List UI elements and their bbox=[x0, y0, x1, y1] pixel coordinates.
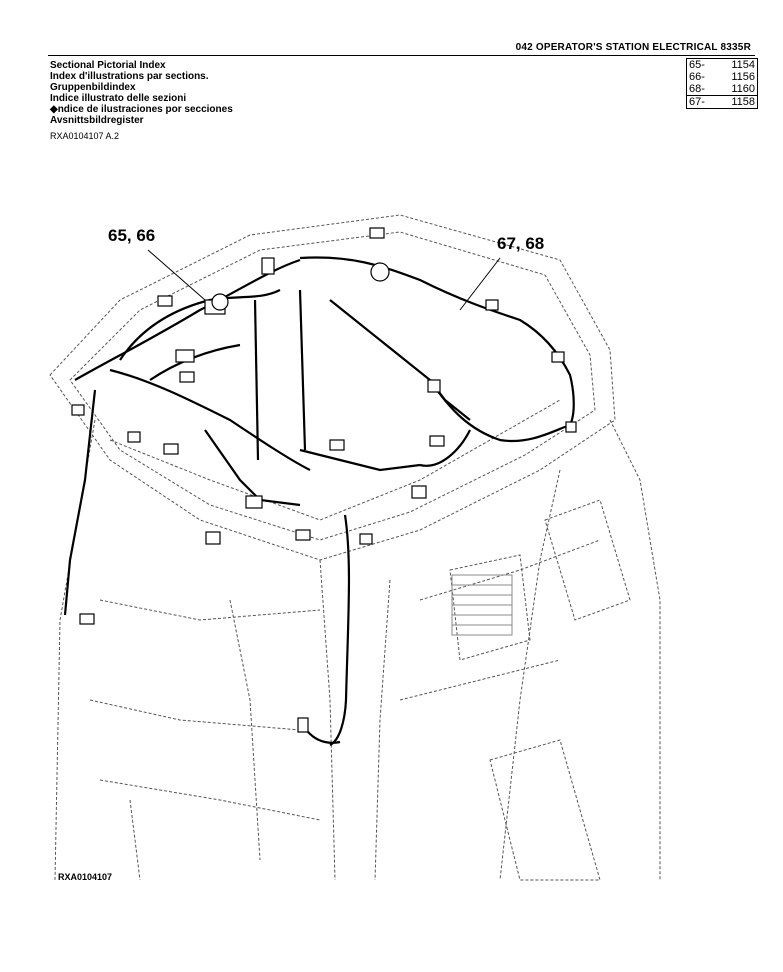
connector bbox=[485, 299, 499, 311]
hvac-grille bbox=[451, 574, 513, 636]
connector bbox=[295, 529, 311, 541]
callout-67-68: 67, 68 bbox=[497, 234, 545, 253]
connector bbox=[71, 404, 85, 416]
connector bbox=[79, 613, 95, 625]
leader-line bbox=[147, 249, 206, 301]
index-titles: Sectional Pictorial Index Index d'illust… bbox=[50, 60, 233, 126]
connector bbox=[429, 435, 445, 447]
figure-code: RXA0104107 bbox=[58, 872, 113, 882]
reference-row[interactable]: 68- 1160 bbox=[686, 83, 759, 96]
index-title-fr: Index d'illustrations par sections. bbox=[50, 71, 209, 82]
reference-page: 1154 bbox=[716, 58, 759, 71]
header-rule bbox=[48, 55, 755, 56]
section-title: 042 OPERATOR'S STATION ELECTRICAL 8335R bbox=[515, 42, 751, 53]
callout-65-66: 65, 66 bbox=[108, 226, 156, 245]
index-title-en: Sectional Pictorial Index bbox=[50, 60, 166, 71]
callout-leaders bbox=[147, 249, 501, 311]
reference-row[interactable]: 65- 1154 bbox=[686, 58, 759, 71]
wiring-harness bbox=[63, 256, 575, 746]
reference-page: 1156 bbox=[716, 71, 759, 83]
reference-key: 66- bbox=[686, 71, 717, 83]
connector bbox=[359, 533, 373, 545]
reference-key: 65- bbox=[686, 58, 717, 71]
connector bbox=[297, 717, 309, 733]
reference-page: 1158 bbox=[716, 95, 759, 109]
connector bbox=[245, 495, 263, 509]
connector bbox=[427, 379, 441, 393]
reference-page: 1160 bbox=[716, 83, 759, 96]
connector bbox=[157, 295, 173, 307]
document-code: RXA0104107 A.2 bbox=[50, 131, 120, 141]
connector bbox=[370, 262, 390, 282]
connector bbox=[261, 257, 275, 275]
connector bbox=[175, 349, 195, 363]
index-title-it: Indice illustrato delle sezioni bbox=[50, 93, 187, 104]
cab-outline bbox=[49, 214, 661, 881]
connector bbox=[411, 485, 427, 499]
connector bbox=[369, 227, 385, 239]
connector bbox=[205, 531, 221, 545]
connector bbox=[211, 293, 229, 311]
reference-key: 67- bbox=[686, 95, 717, 109]
connector bbox=[565, 421, 577, 433]
reference-row[interactable]: 67- 1158 bbox=[686, 95, 759, 109]
connector bbox=[127, 431, 141, 443]
connector bbox=[329, 439, 345, 451]
connectors bbox=[71, 227, 577, 733]
reference-key: 68- bbox=[686, 83, 717, 96]
connector bbox=[551, 351, 565, 363]
reference-row[interactable]: 66- 1156 bbox=[686, 71, 759, 83]
leader-line bbox=[459, 257, 501, 311]
reference-table: 65- 1154 66- 1156 68- 1160 67- 1158 bbox=[686, 58, 759, 109]
connector bbox=[179, 371, 195, 383]
index-title-es: ◆ndice de ilustraciones por secciones bbox=[50, 104, 233, 115]
connector bbox=[163, 443, 179, 455]
index-title-sv: Avsnittsbildregister bbox=[50, 115, 144, 126]
index-title-de: Gruppenbildindex bbox=[50, 82, 136, 93]
